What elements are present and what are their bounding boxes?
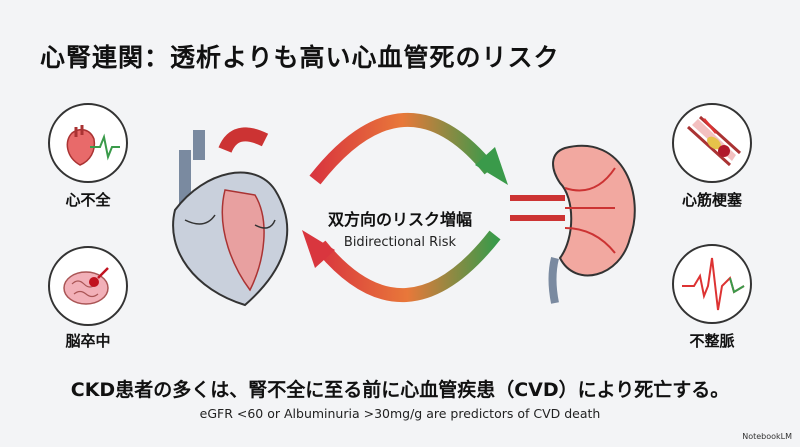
arrhythmia-icon-circle [672,244,752,324]
brand-watermark: NotebookLM [742,432,792,441]
kidney-illustration [510,144,636,304]
heart-illustration [172,127,289,307]
arrow-heart-to-kidney [309,113,496,185]
label-myocardial-infarction: 心筋梗塞 [681,191,742,209]
arrow-kidney-to-heart [314,230,501,302]
arrhythmia-ecg-icon [682,257,745,311]
page-title: 心腎連関：透析よりも高い心血管死のリスク [40,43,560,72]
main-message: CKD患者の多くは、腎不全に至る前に心血管疾患（CVD）により死亡する。 [70,379,730,401]
heart-ecg-icon [66,125,120,166]
label-stroke: 脳卒中 [65,332,111,350]
blocked-artery-icon [686,115,742,167]
label-arrhythmia: 不整脈 [689,332,735,350]
label-heart-failure: 心不全 [65,191,111,209]
center-label-en: Bidirectional Risk [343,235,457,250]
stroke-icon-circle [48,246,128,326]
heart-failure-icon-circle [48,103,128,183]
brain-stroke-icon [63,267,109,305]
bidirectional-arrows [302,113,508,302]
arrowhead-right [475,147,508,185]
arrowhead-left [302,230,335,268]
center-label-jp: 双方向のリスク増幅 [327,210,472,229]
sub-message: eGFR <60 or Albuminuria >30mg/g are pred… [199,406,601,421]
mi-icon-circle [672,103,752,183]
